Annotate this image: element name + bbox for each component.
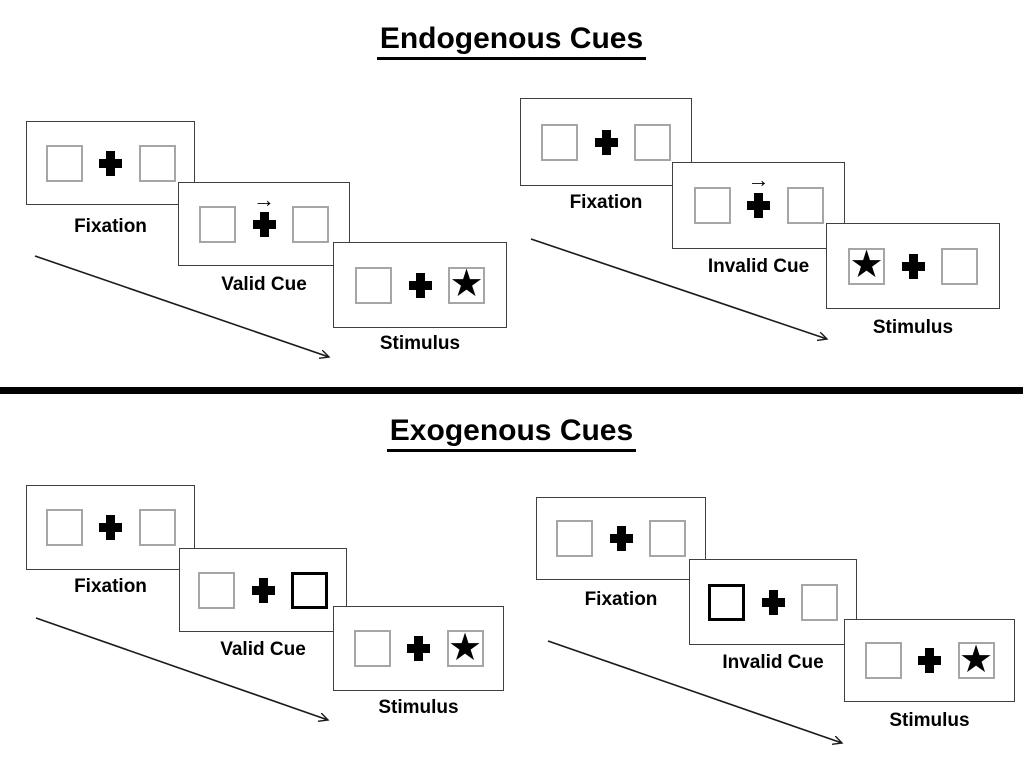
stimulus-panel: ★ xyxy=(333,242,507,328)
fixation-cross-icon xyxy=(252,211,276,237)
stimulus-panel: ★ xyxy=(333,606,504,691)
fixation-area xyxy=(591,99,621,185)
panel-label-invalid-cue: Invalid Cue xyxy=(722,652,824,673)
fixation-cross-icon xyxy=(408,272,432,298)
section-title-endogenous: Endogenous Cues xyxy=(0,22,1023,60)
placeholder-box xyxy=(355,266,392,304)
placeholder-box xyxy=(864,642,902,679)
placeholder-box xyxy=(693,187,731,224)
fixation-area xyxy=(758,560,788,644)
panel-label-fixation: Fixation xyxy=(569,192,643,213)
fixation-cross-icon xyxy=(761,589,785,615)
panel-label-fixation: Fixation xyxy=(74,576,147,597)
panel-label-valid-cue: Valid Cue xyxy=(220,639,306,660)
invalid-cue-panel: → xyxy=(672,162,845,249)
target-box: ★ xyxy=(957,638,995,681)
fixation-cross-icon xyxy=(609,526,633,551)
section-title-exogenous: Exogenous Cues xyxy=(0,414,1023,452)
fixation-area: → xyxy=(249,183,279,265)
fixation-area xyxy=(96,486,126,569)
placeholder-box xyxy=(138,509,176,546)
fixation-area xyxy=(606,498,636,579)
placeholder-box xyxy=(649,520,686,557)
panel-label-stimulus: Stimulus xyxy=(889,710,970,731)
valid-cue-panel xyxy=(179,548,347,632)
fixation-panel xyxy=(26,485,195,570)
fixation-cross-icon xyxy=(407,636,430,661)
invalid-cue-panel xyxy=(689,559,857,645)
target-box: ★ xyxy=(848,244,885,286)
fixation-area xyxy=(404,607,434,690)
fixation-area xyxy=(248,549,278,631)
fixation-area: → xyxy=(744,163,774,248)
panel-label-stimulus: Stimulus xyxy=(378,697,459,718)
star-icon: ★ xyxy=(449,263,484,305)
timeline-arrow-exogenous-valid xyxy=(35,617,328,720)
highlighted-cue-box xyxy=(708,583,745,621)
panel-label-stimulus: Stimulus xyxy=(379,333,461,354)
fixation-cross-icon xyxy=(901,253,925,279)
star-icon: ★ xyxy=(958,638,994,681)
panel-label-stimulus: Stimulus xyxy=(872,317,954,338)
placeholder-box xyxy=(353,630,391,667)
fixation-cross-icon xyxy=(918,648,941,673)
placeholder-box xyxy=(138,144,176,182)
target-box: ★ xyxy=(448,263,485,305)
panel-label-invalid-cue: Invalid Cue xyxy=(707,256,810,277)
fixation-cross-icon xyxy=(251,577,275,603)
fixation-panel xyxy=(536,497,706,580)
panel-label-fixation: Fixation xyxy=(584,589,658,610)
fixation-cross-icon xyxy=(747,193,770,218)
fixation-panel xyxy=(520,98,692,186)
placeholder-box xyxy=(292,205,329,243)
fixation-cross-icon xyxy=(99,515,122,540)
fixation-cross-icon xyxy=(594,129,618,155)
placeholder-box xyxy=(556,520,593,557)
placeholder-box xyxy=(801,583,838,621)
cue-arrow-icon: → xyxy=(747,167,770,192)
panel-label-valid-cue: Valid Cue xyxy=(221,274,307,295)
fixation-area xyxy=(915,620,945,701)
cue-arrow-icon: → xyxy=(253,187,275,212)
star-icon: ★ xyxy=(849,244,884,286)
placeholder-box xyxy=(45,144,83,182)
placeholder-box xyxy=(199,205,236,243)
fixation-area xyxy=(898,224,928,308)
stimulus-panel: ★ xyxy=(844,619,1015,702)
timeline-arrow-endogenous-invalid xyxy=(530,238,827,339)
placeholder-box xyxy=(941,247,978,285)
placeholder-box xyxy=(198,571,235,609)
valid-cue-panel: → xyxy=(178,182,350,266)
section-title-text: Endogenous Cues xyxy=(376,22,647,60)
target-box: ★ xyxy=(446,626,484,669)
stimulus-panel: ★ xyxy=(826,223,1000,309)
highlighted-cue-box xyxy=(291,571,328,609)
placeholder-box xyxy=(634,123,671,161)
section-divider xyxy=(0,387,1023,394)
placeholder-box xyxy=(45,509,83,546)
fixation-panel xyxy=(26,121,195,205)
fixation-area xyxy=(96,122,126,204)
fixation-area xyxy=(405,243,435,327)
placeholder-box xyxy=(786,187,824,224)
placeholder-box xyxy=(541,123,578,161)
star-icon: ★ xyxy=(447,626,483,669)
timeline-arrow-endogenous-valid xyxy=(34,255,329,357)
panel-label-fixation: Fixation xyxy=(74,216,147,237)
section-title-text: Exogenous Cues xyxy=(386,414,637,452)
fixation-cross-icon xyxy=(99,150,122,176)
